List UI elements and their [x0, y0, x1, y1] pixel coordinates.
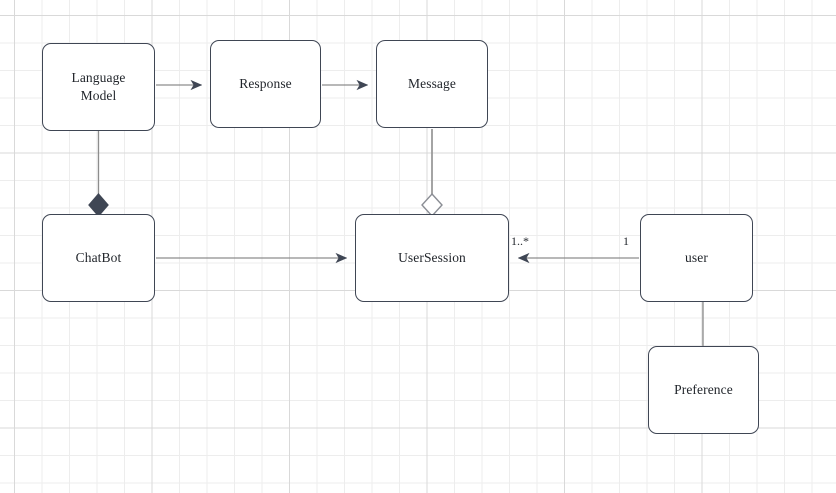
node-label-message: Message: [408, 75, 456, 91]
node-chatbot[interactable]: ChatBot: [42, 214, 155, 302]
node-user[interactable]: user: [640, 214, 753, 302]
node-label-preference: Preference: [674, 381, 733, 397]
node-message[interactable]: Message: [376, 40, 488, 128]
node-label-response: Response: [239, 75, 292, 91]
node-label-usersession: UserSession: [398, 249, 466, 265]
node-usersession[interactable]: UserSession: [355, 214, 509, 302]
node-preference[interactable]: Preference: [648, 346, 759, 434]
node-label-chatbot: ChatBot: [75, 249, 122, 265]
node-response[interactable]: Response: [210, 40, 321, 128]
node-label-user: user: [685, 249, 708, 265]
hollow-diamond-icon: [421, 192, 443, 218]
edge-message-aggregation-usersession: [421, 129, 443, 218]
node-label-language-model: Language Model: [71, 69, 126, 103]
edge-language-model-composition-chatbot: [88, 131, 109, 217]
node-language-model[interactable]: Language Model: [42, 43, 155, 131]
multiplicity-user-end: 1: [623, 234, 629, 248]
filled-diamond-icon: [88, 193, 109, 217]
multiplicity-usersession-end: 1..*: [511, 234, 529, 248]
